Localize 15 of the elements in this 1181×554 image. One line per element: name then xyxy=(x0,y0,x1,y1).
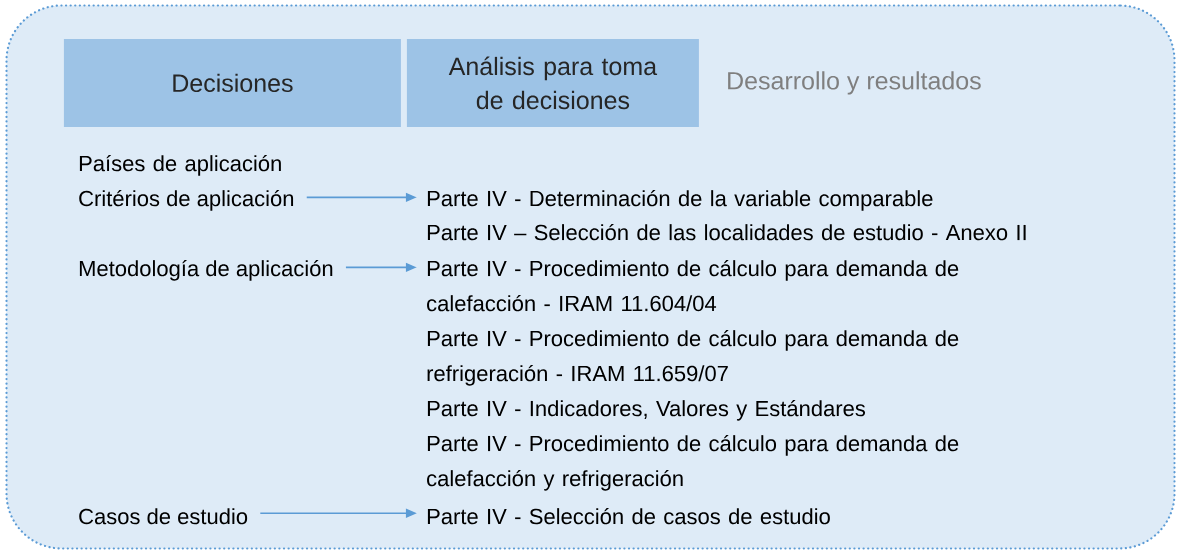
header-box: Análisis para toma de decisiones xyxy=(406,38,699,127)
panel-frame xyxy=(5,4,1176,550)
item-text: Metodología de aplicación xyxy=(79,259,333,281)
item-text: Parte IV - Determinación de la variable comparable xyxy=(427,189,933,211)
item-text: Parte IV - Procedimiento de cálculo para demanda de refrigeración - IRAM 11.659/07 xyxy=(427,329,959,386)
item-text: Parte IV - Indicadores, Valores y Estándares xyxy=(427,399,866,421)
item-text: Parte IV - Procedimiento de cálculo para demanda de calefacción - IRAM 11.604/04 xyxy=(427,259,959,312)
header-box: Decisiones xyxy=(63,38,401,127)
item-text: Países de aplicación xyxy=(79,154,281,176)
item-text: Critérios de aplicación xyxy=(79,189,294,211)
item-text: Parte IV - Procedimiento de cálculo para demanda de calefacción y refrigeración xyxy=(427,434,959,491)
item-text: Parte IV – Selección de las localidades de estudio - Anexo II xyxy=(427,223,1026,241)
item-text: Casos de estudio xyxy=(79,508,248,525)
header-text: Desarrollo y resultados xyxy=(728,71,981,95)
item-text: Parte IV - Selección de casos de estudio xyxy=(427,507,830,525)
